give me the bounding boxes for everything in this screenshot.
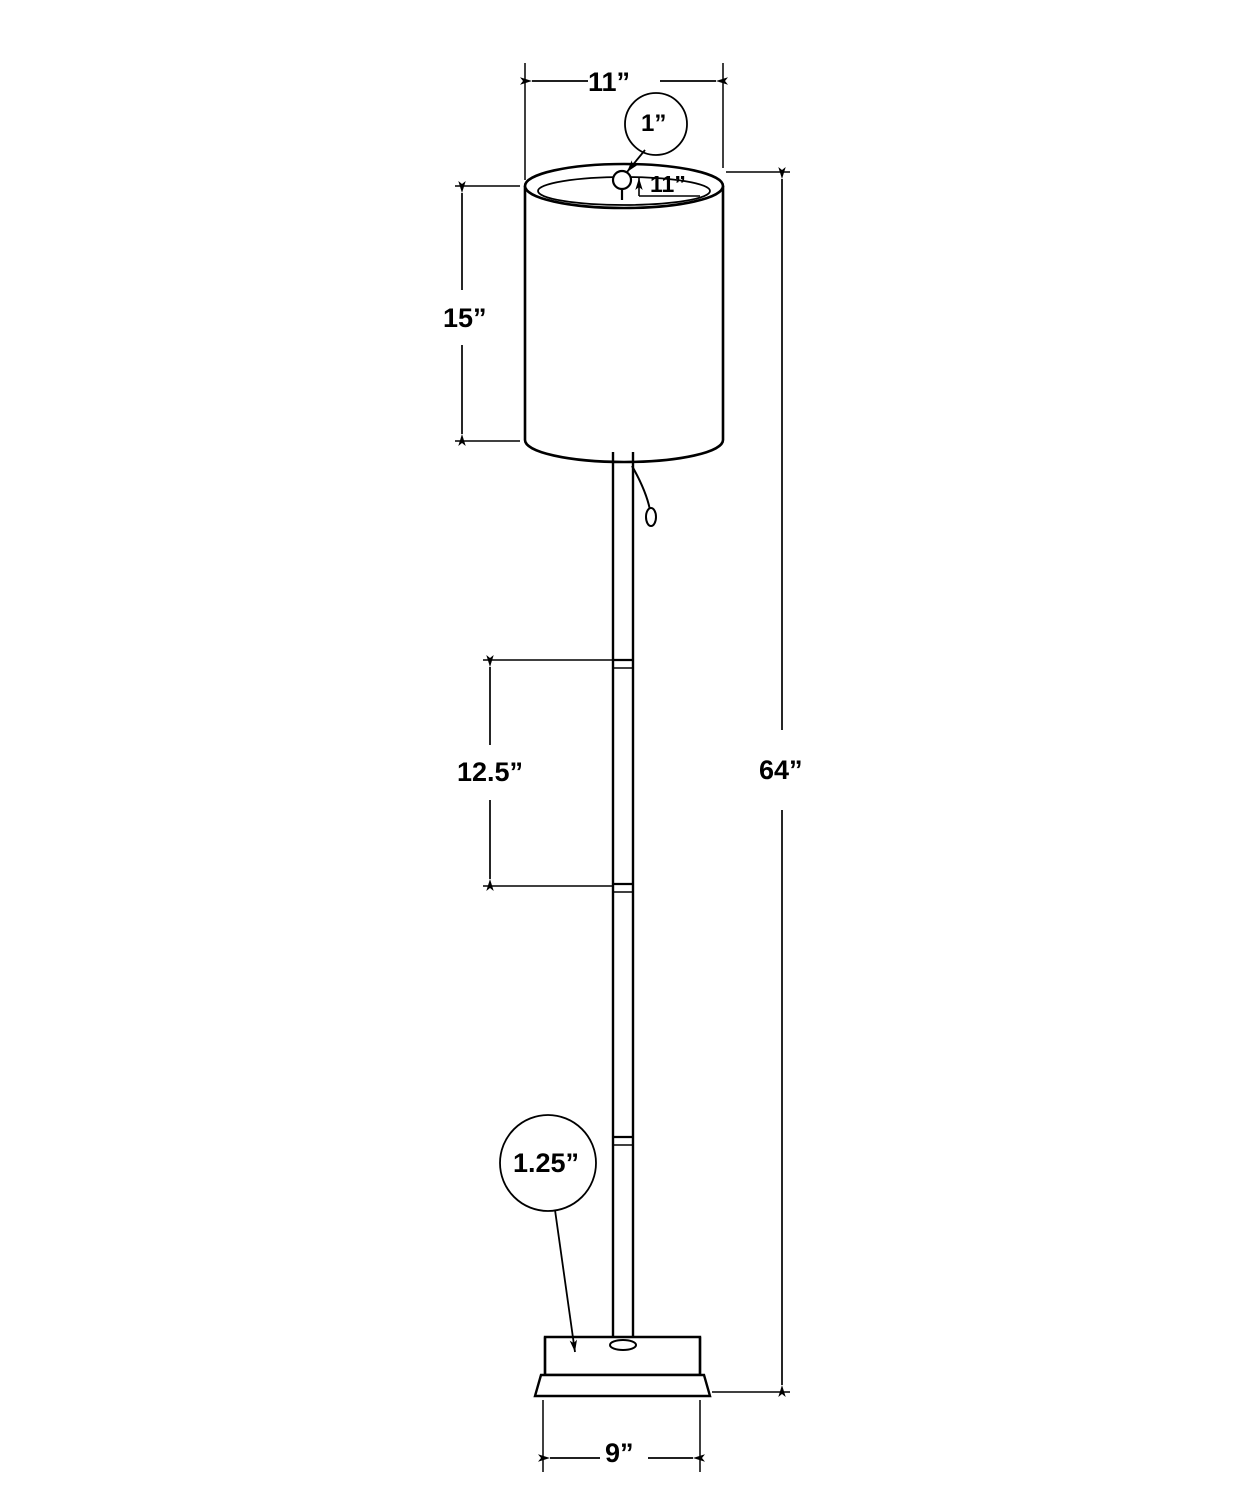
finial: [611, 169, 633, 200]
dim-label-shade-inner-width: 11”: [650, 171, 686, 197]
dimension-shade-height: [455, 181, 520, 446]
dimension-base-width: [538, 1400, 705, 1472]
pole-callout-bubble: [499, 1114, 597, 1212]
lamp-shade: [523, 162, 725, 464]
dimension-overall-height: [712, 167, 790, 1397]
dim-label-overall-height: 64”: [759, 755, 803, 785]
dim-label-pole-diameter: 1.25”: [513, 1148, 580, 1178]
dim-label-pole-segment-height: 12.5”: [457, 757, 524, 787]
pull-chain: [631, 465, 657, 527]
dim-label-shade-top-width: 11”: [588, 67, 631, 97]
base-lower-plate: [533, 1373, 712, 1398]
dim-label-finial-callout: 1”: [641, 110, 667, 137]
shade-body: [523, 186, 725, 464]
pole-callout-leader: [554, 1209, 577, 1353]
finial-callout-bubble: [624, 92, 688, 156]
finial-knob: [611, 169, 633, 191]
dimension-pole-segment: [483, 655, 612, 891]
lamp-pole: [611, 452, 635, 1345]
callout-pole-diameter: [499, 1114, 597, 1353]
dimension-shade-inner-width: [635, 178, 700, 197]
pole-base-collar: [609, 1339, 637, 1351]
lamp-base: [533, 1335, 712, 1398]
finial-callout-leader: [626, 149, 646, 173]
pull-chain-cord: [631, 465, 651, 511]
pull-chain-tassel: [645, 507, 657, 527]
callout-finial: [624, 92, 688, 173]
dim-label-shade-height: 15”: [443, 303, 487, 333]
dimension-shade-top-width: [520, 63, 728, 180]
dim-label-base-width: 9”: [605, 1438, 634, 1468]
